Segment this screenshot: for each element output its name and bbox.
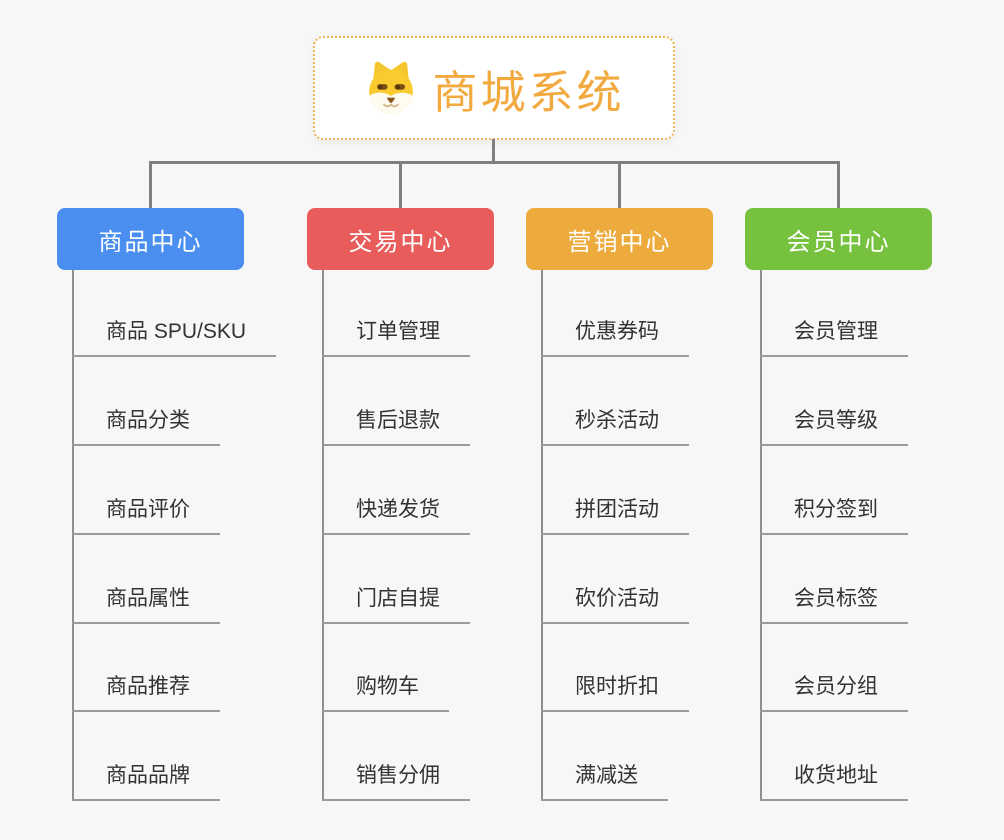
branch-node-marketing-center[interactable]: 营销中心: [526, 208, 713, 270]
mindmap-child-node[interactable]: 快递发货: [322, 495, 470, 535]
connector-drop-line: [618, 161, 621, 209]
mindmap-child-node[interactable]: 砍价活动: [541, 584, 689, 624]
connector-drop-line: [837, 161, 840, 209]
mindmap-child-node[interactable]: 商品推荐: [72, 672, 220, 712]
mindmap-child-node[interactable]: 限时折扣: [541, 672, 689, 712]
mindmap-child-node[interactable]: 商品评价: [72, 495, 220, 535]
mindmap-child-node[interactable]: 会员标签: [760, 584, 908, 624]
root-label: 商城系统: [432, 66, 625, 118]
mindmap-child-node[interactable]: 会员等级: [760, 406, 908, 446]
branch-spine: [72, 270, 74, 801]
connector-drop-line: [149, 161, 152, 209]
mindmap-child-node[interactable]: 购物车: [322, 672, 449, 712]
branch-label: 商品中心: [98, 228, 203, 256]
branch-label: 会员中心: [786, 228, 891, 256]
mindmap-child-node[interactable]: 商品分类: [72, 406, 220, 446]
branch-spine: [760, 270, 762, 801]
mindmap-child-node[interactable]: 会员管理: [760, 317, 908, 357]
branch-spine: [541, 270, 543, 801]
mindmap-child-node[interactable]: 优惠券码: [541, 317, 689, 357]
branch-node-product-center[interactable]: 商品中心: [57, 208, 244, 270]
mindmap-child-node[interactable]: 门店自提: [322, 584, 470, 624]
connector-root-stub: [492, 139, 495, 164]
branch-label: 交易中心: [348, 228, 453, 256]
mindmap-child-node[interactable]: 订单管理: [322, 317, 470, 357]
mindmap-child-node[interactable]: 售后退款: [322, 406, 470, 446]
branch-label: 营销中心: [567, 228, 672, 256]
connector-drop-line: [399, 161, 402, 209]
mindmap-child-node[interactable]: 拼团活动: [541, 495, 689, 535]
mindmap-child-node[interactable]: 商品品牌: [72, 761, 220, 801]
mindmap-child-node[interactable]: 商品 SPU/SKU: [72, 317, 277, 357]
mindmap-child-node[interactable]: 销售分佣: [322, 761, 470, 801]
branch-node-trade-center[interactable]: 交易中心: [307, 208, 494, 270]
mindmap-child-node[interactable]: 满减送: [541, 761, 668, 801]
shiba-dog-icon: [363, 60, 419, 116]
branch-node-member-center[interactable]: 会员中心: [745, 208, 932, 270]
root-node[interactable]: 商城系统: [313, 36, 675, 140]
branch-spine: [322, 270, 324, 801]
connector-horizontal-bar: [149, 161, 840, 164]
mindmap-child-node[interactable]: 积分签到: [760, 495, 908, 535]
mindmap-child-node[interactable]: 收货地址: [760, 761, 908, 801]
mindmap-child-node[interactable]: 商品属性: [72, 584, 220, 624]
mindmap-child-node[interactable]: 会员分组: [760, 672, 908, 712]
mindmap-child-node[interactable]: 秒杀活动: [541, 406, 689, 446]
